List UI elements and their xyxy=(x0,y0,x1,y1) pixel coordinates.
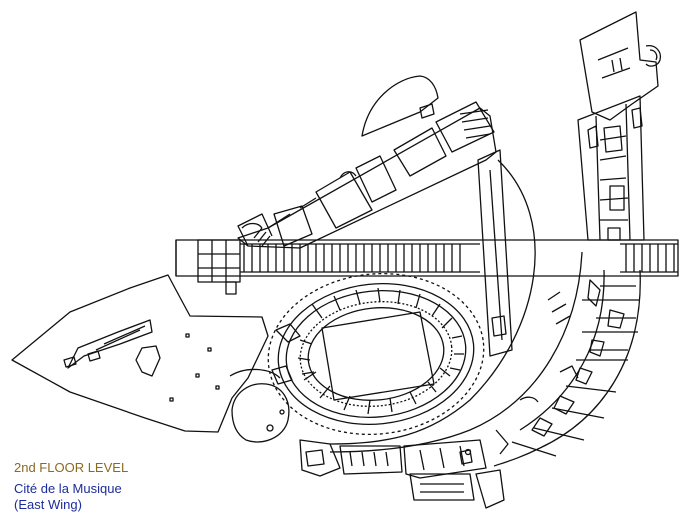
building-name-caption: Cité de la Musique xyxy=(14,481,122,496)
small-circle-details xyxy=(266,409,472,456)
north-tower xyxy=(577,11,662,241)
west-triangular-wing xyxy=(11,274,290,443)
curved-east-wing xyxy=(329,159,641,467)
pedestrian-bridge xyxy=(175,239,679,295)
wing-caption: (East Wing) xyxy=(14,497,82,512)
oval-concert-hall xyxy=(267,272,485,436)
central-spine xyxy=(477,149,513,357)
south-blocks xyxy=(299,439,505,509)
floor-level-caption: 2nd FLOOR LEVEL xyxy=(14,460,129,475)
diagonal-gallery-wing xyxy=(237,75,497,249)
